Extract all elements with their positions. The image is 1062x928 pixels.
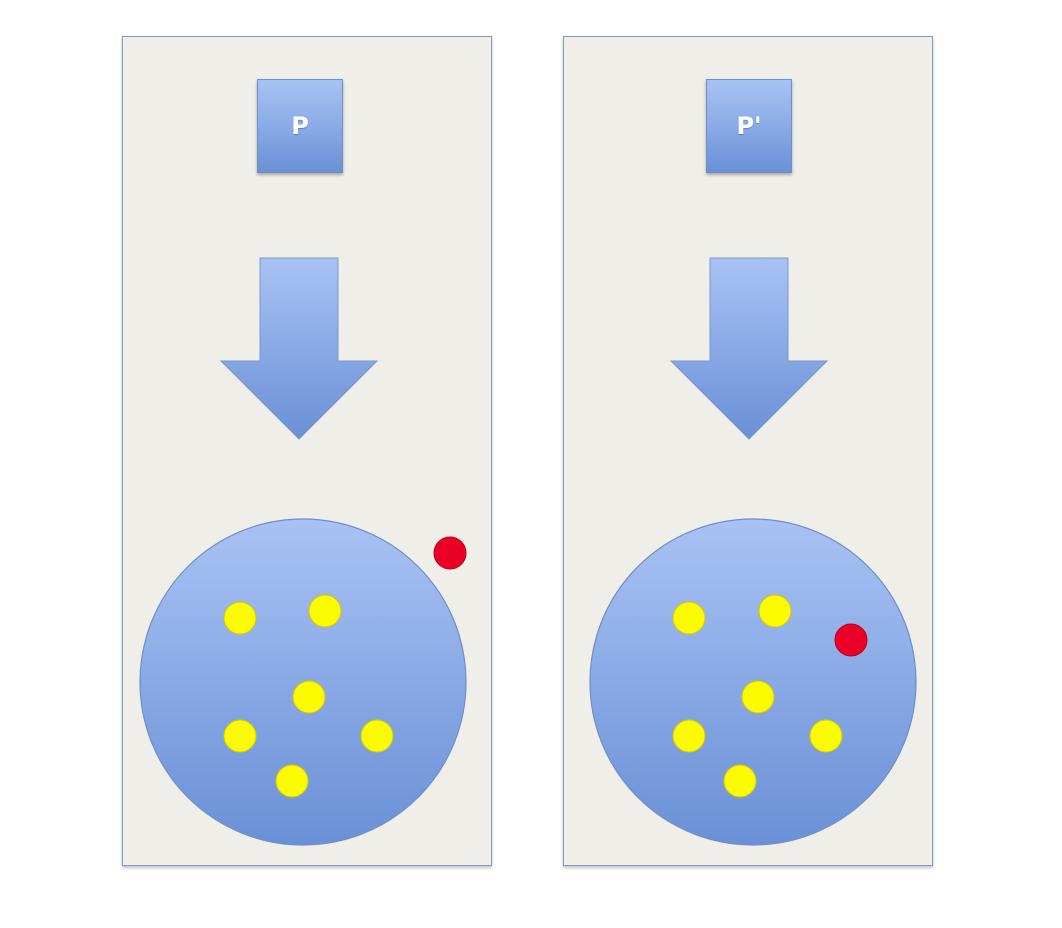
yellow-dot bbox=[223, 719, 257, 753]
process-label-p: P bbox=[291, 112, 309, 140]
panel-right-graphics bbox=[589, 257, 917, 846]
set-elements bbox=[223, 594, 394, 798]
red-dot-inside bbox=[834, 623, 868, 657]
yellow-dot bbox=[308, 594, 342, 628]
yellow-dot bbox=[741, 680, 775, 714]
yellow-dot bbox=[672, 601, 706, 635]
yellow-dot bbox=[809, 719, 843, 753]
panel-left-graphics bbox=[139, 257, 467, 846]
yellow-dot bbox=[758, 594, 792, 628]
down-arrow-icon bbox=[669, 257, 829, 440]
yellow-dot bbox=[360, 719, 394, 753]
yellow-dot bbox=[223, 601, 257, 635]
yellow-dot bbox=[723, 764, 757, 798]
process-label-p-prime: P' bbox=[736, 112, 762, 140]
process-box-p: P bbox=[257, 79, 343, 173]
set-elements bbox=[672, 594, 868, 798]
red-dot-outside bbox=[433, 536, 467, 570]
panel-left: P bbox=[122, 36, 492, 866]
yellow-dot bbox=[275, 764, 309, 798]
panel-right: P' bbox=[563, 36, 933, 866]
down-arrow-icon bbox=[219, 257, 379, 440]
yellow-dot bbox=[292, 680, 326, 714]
process-box-p-prime: P' bbox=[706, 79, 792, 173]
yellow-dot bbox=[672, 719, 706, 753]
